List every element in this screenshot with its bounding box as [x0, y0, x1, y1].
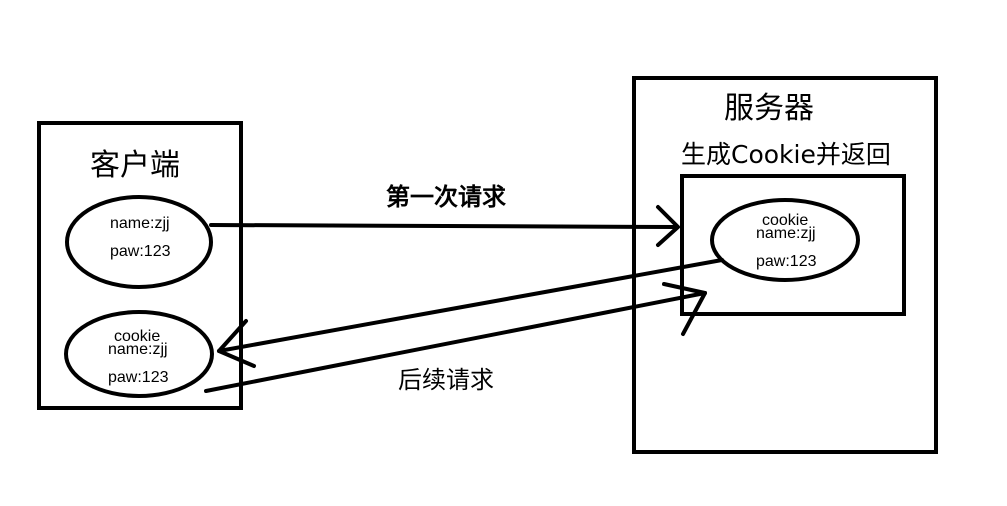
client-ellipse1-name: name:zjj: [110, 215, 170, 232]
server-box: [632, 76, 938, 454]
response-arrow: [217, 258, 724, 368]
server-subtitle: 生成Cookie并返回: [681, 140, 891, 169]
server-ellipse-paw: paw:123: [756, 253, 817, 270]
server-cookie-ellipse: [710, 198, 860, 282]
client-box: [37, 121, 243, 410]
client-ellipse2-cookie: cookie: [114, 328, 160, 345]
client-title: 客户端: [90, 148, 180, 183]
client-ellipse2-paw: paw:123: [108, 369, 169, 386]
server-ellipse-cookie: cookie: [762, 212, 808, 229]
server-title: 服务器: [724, 91, 814, 126]
client-ellipse2-name: name:zjj: [108, 341, 168, 358]
subsequent-request-arrow: [204, 282, 707, 393]
first-request-arrow: [209, 205, 680, 247]
first-request-label: 第一次请求: [386, 183, 506, 211]
client-credentials-ellipse: [65, 195, 213, 289]
server-ellipse-name: name:zjj: [756, 225, 816, 242]
subsequent-request-label: 后续请求: [398, 366, 494, 394]
client-ellipse1-paw: paw:123: [110, 243, 171, 260]
server-inner-box: [680, 174, 906, 316]
client-cookie-ellipse: [64, 310, 214, 398]
